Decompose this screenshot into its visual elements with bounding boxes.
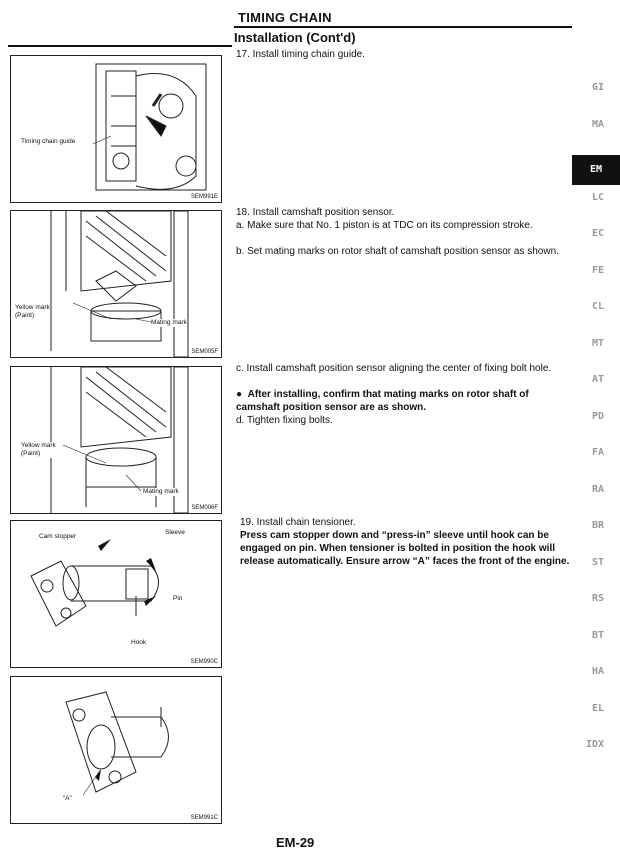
tab-bt[interactable]: BT (591, 629, 604, 641)
tab-rs[interactable]: RS (591, 593, 604, 604)
step-18b: b. Set mating marks on rotor shaft of ca… (236, 246, 559, 257)
tab-idx[interactable]: IDX (585, 739, 604, 750)
label-cam-stopper: Cam stopper (39, 533, 77, 541)
label-hook: Hook (131, 639, 147, 647)
step-18d: d. Tighten fixing bolts. (236, 415, 333, 426)
figure-code: SEM005F (191, 349, 218, 355)
label-yellow-mark: Yellow mark (Paint) (15, 304, 50, 320)
tab-br[interactable]: BR (591, 520, 604, 531)
tab-pd[interactable]: PD (591, 410, 604, 422)
label-yellow-mark: Yellow mark (Paint) (21, 442, 56, 458)
figure-cam-sensor-marks-1: Yellow mark (Paint) Mating mark SEM005F (10, 210, 222, 358)
page-title: TIMING CHAIN (238, 10, 332, 25)
tab-ma[interactable]: MA (591, 118, 604, 130)
tab-at[interactable]: AT (591, 374, 604, 385)
title-rule (234, 26, 572, 28)
step-18c: c. Install camshaft position sensor alig… (236, 363, 552, 374)
figure-cam-sensor-marks-2: Yellow mark (Paint) Mating mark SEM006F (10, 366, 222, 514)
tab-fe[interactable]: FE (591, 264, 604, 276)
sensor-illustration (50, 367, 189, 513)
tab-mt[interactable]: MT (591, 337, 604, 349)
tab-ra[interactable]: RA (591, 483, 604, 495)
section-title: Installation (Cont'd) (234, 30, 356, 45)
tab-el[interactable]: EL (591, 702, 604, 714)
figure-timing-chain-guide: Timing chain guide SEM991E (10, 55, 222, 203)
tab-ha[interactable]: HA (591, 666, 604, 677)
label-mating-mark: Mating mark (143, 488, 179, 496)
step-19-note: Press cam stopper down and “press-in” sl… (240, 530, 570, 567)
step-18-note: ● After installing, confirm that mating … (236, 388, 574, 414)
step-18a: a. Make sure that No. 1 piston is at TDC… (236, 220, 533, 231)
figure-code: SEM006F (191, 505, 218, 511)
tab-gi[interactable]: GI (591, 82, 604, 93)
left-rule (8, 45, 232, 47)
tab-ec[interactable]: EC (591, 228, 604, 239)
figure-chain-tensioner: Cam stopper Sleeve Pin Hook SEM990C (10, 520, 222, 668)
page-number: EM-29 (276, 835, 315, 850)
step-17: 17. Install timing chain guide. (236, 49, 365, 60)
figure-code: SEM991E (190, 194, 218, 200)
step-18-note-text: After installing, confirm that mating ma… (236, 389, 529, 413)
tensioner-mount-illustration (65, 691, 169, 796)
label-pin: Pin (173, 595, 183, 603)
engine-illustration (92, 63, 207, 191)
tab-fa[interactable]: FA (591, 447, 604, 458)
step-19: 19. Install chain tensioner. (240, 517, 356, 528)
label-sleeve: Sleeve (165, 529, 185, 537)
figure-code: SEM990C (190, 659, 218, 665)
figure-code: SEM991C (190, 815, 218, 821)
tab-st[interactable]: ST (591, 556, 604, 568)
sensor-illustration (50, 211, 189, 357)
tensioner-illustration (30, 539, 159, 627)
label-arrow-a: “A” (63, 795, 72, 803)
step-18: 18. Install camshaft position sensor. (236, 207, 395, 218)
tab-cl[interactable]: CL (591, 301, 604, 312)
tab-em[interactable]: EM (572, 155, 620, 185)
figure-tensioner-arrow-a: “A” SEM991C (10, 676, 222, 824)
label-timing-chain-guide: Timing chain guide (21, 138, 76, 146)
label-mating-mark: Mating mark (151, 319, 187, 327)
tab-lc[interactable]: LC (591, 191, 604, 203)
bullet-icon: ● (236, 389, 248, 400)
